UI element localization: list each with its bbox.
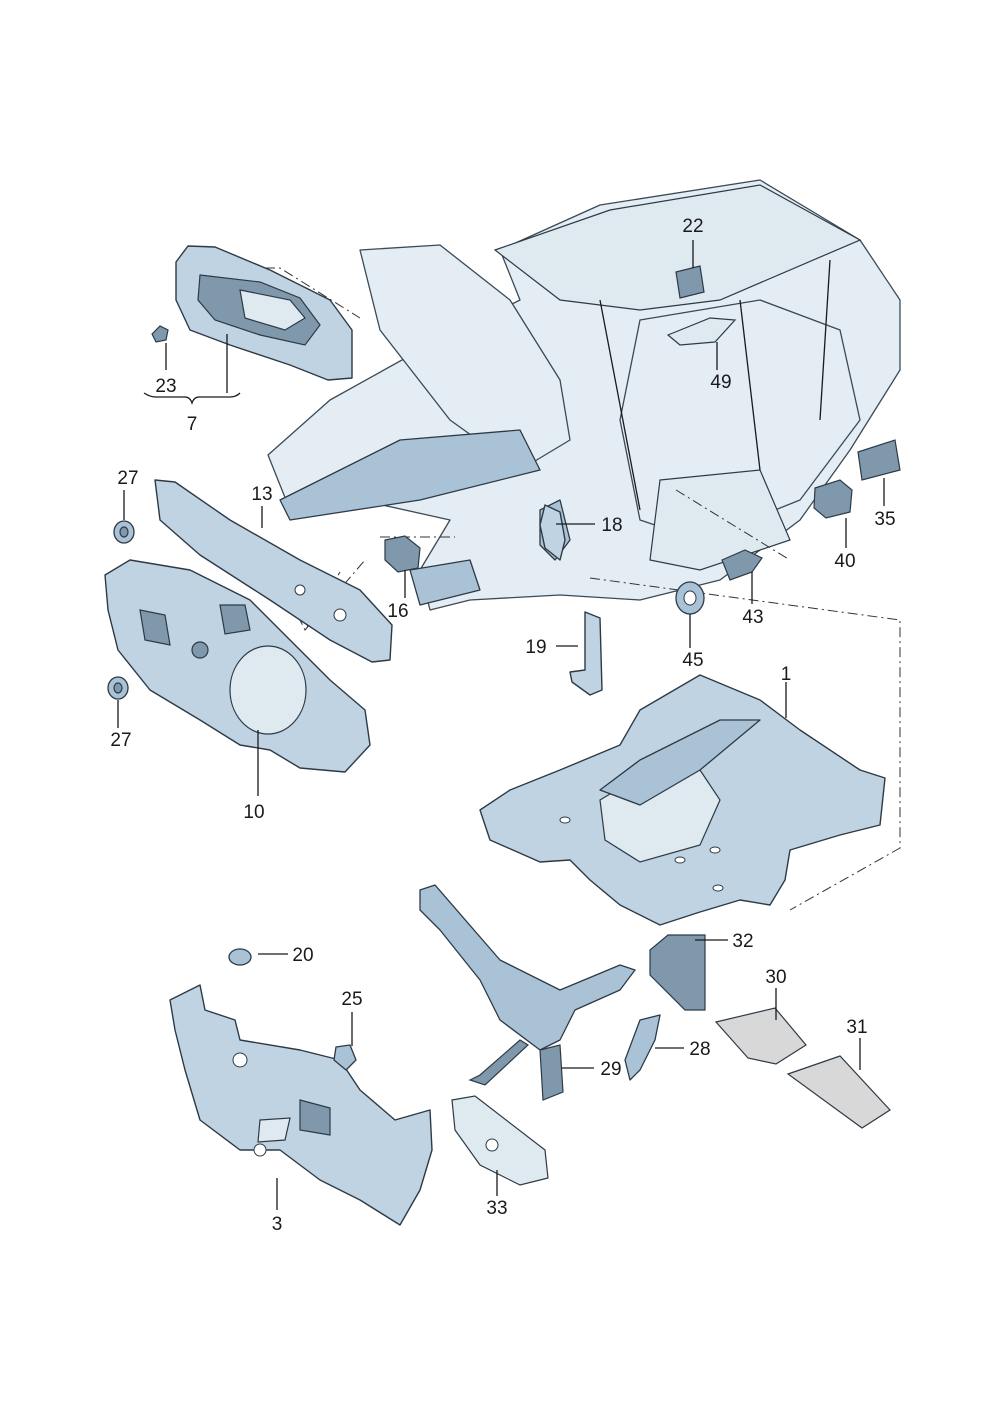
part-25-clip <box>333 1044 357 1071</box>
part-16-damping-pad <box>384 535 421 573</box>
label-30: 30 <box>765 967 786 988</box>
label-28: 28 <box>689 1039 710 1060</box>
part-23-clip <box>151 325 169 343</box>
label-29: 29 <box>600 1059 621 1080</box>
part-13-bulkhead-strip <box>154 479 393 663</box>
label-23: 23 <box>155 376 176 397</box>
label-33: 33 <box>486 1198 507 1219</box>
part-28-cross-member <box>419 884 661 1086</box>
part-27-grommet-top <box>113 520 135 544</box>
label-32: 32 <box>732 931 753 952</box>
part-40-block <box>813 479 853 519</box>
part-18-pillar-insert <box>539 504 566 561</box>
label-27-bottom: 27 <box>110 730 131 751</box>
part-20-plug <box>228 948 252 966</box>
label-49: 49 <box>710 372 731 393</box>
part-35-pad <box>857 439 901 481</box>
car-body-shell <box>267 179 901 611</box>
part-19-pillar-strip <box>569 611 603 696</box>
label-13: 13 <box>251 484 272 505</box>
part-1-floor-carpet <box>479 674 886 926</box>
part-45-grommet <box>675 581 705 615</box>
part-7-hood-insulation <box>175 245 353 381</box>
part-43-bracket <box>721 549 763 581</box>
label-22: 22 <box>682 216 703 237</box>
label-19: 19 <box>525 637 546 658</box>
label-3: 3 <box>272 1214 283 1235</box>
label-20: 20 <box>292 945 313 966</box>
label-25: 25 <box>341 989 362 1010</box>
part-22-pad <box>675 265 705 299</box>
label-45: 45 <box>682 650 703 671</box>
part-29-pad <box>539 1044 564 1101</box>
part-10-firewall-insulation <box>104 559 371 773</box>
label-7: 7 <box>187 414 198 435</box>
label-35: 35 <box>874 509 895 530</box>
label-1: 1 <box>781 664 792 685</box>
label-10: 10 <box>243 802 264 823</box>
part-49-pad <box>666 317 737 346</box>
label-40: 40 <box>834 551 855 572</box>
part-27-grommet-bottom <box>107 676 129 700</box>
label-18: 18 <box>601 515 622 536</box>
part-31-felt <box>786 1055 891 1129</box>
label-16: 16 <box>387 601 408 622</box>
label-31: 31 <box>846 1017 867 1038</box>
part-labels: 1 3 7 10 13 16 18 19 20 22 23 25 27 27 2… <box>110 216 895 1235</box>
part-30-felt <box>714 1007 807 1065</box>
label-27-top: 27 <box>117 468 138 489</box>
part-32-felt <box>649 934 706 1011</box>
label-43: 43 <box>742 607 763 628</box>
part-33-felt <box>451 1095 549 1186</box>
leader-lines <box>117 240 885 1210</box>
part-3-lower-insulation <box>169 984 433 1226</box>
